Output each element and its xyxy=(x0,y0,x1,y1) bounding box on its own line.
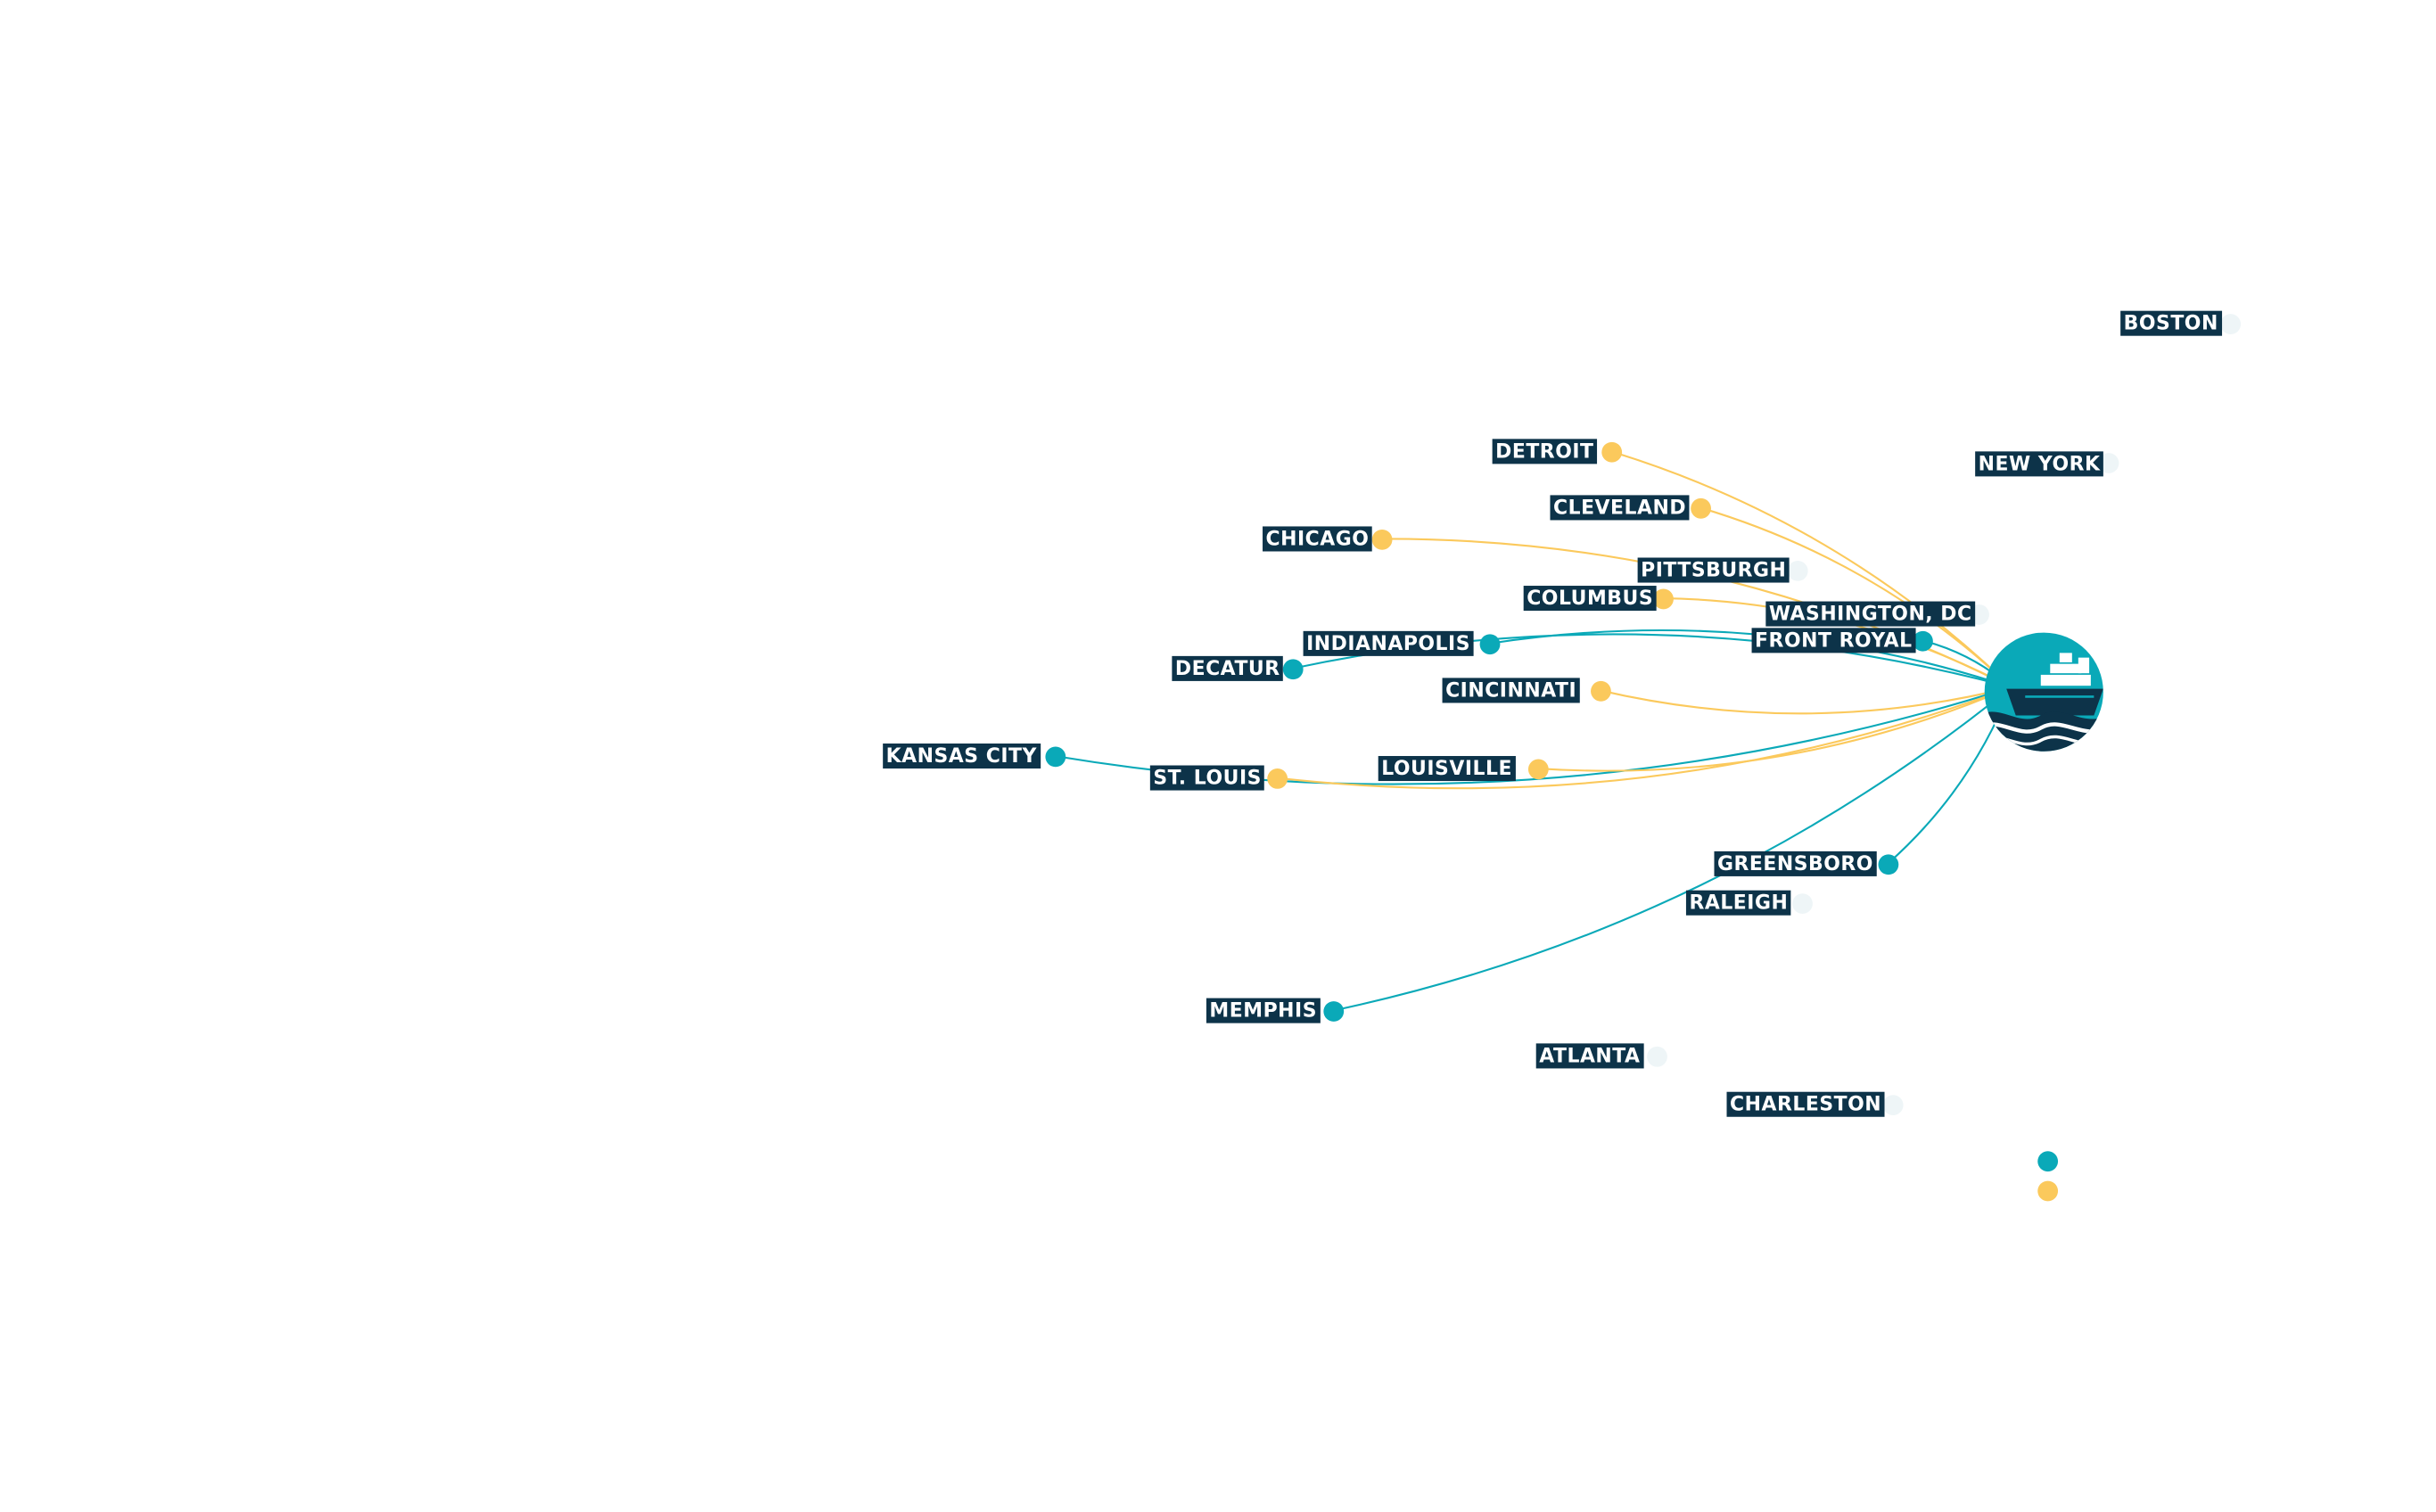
city-label-kansas-city[interactable]: KANSAS CITY xyxy=(883,743,1041,769)
city-label-greensboro[interactable]: GREENSBORO xyxy=(1714,850,1877,876)
city-marker-cleveland[interactable] xyxy=(1690,497,1711,518)
city-marker-memphis[interactable] xyxy=(1322,1000,1344,1021)
city-marker-raleigh[interactable] xyxy=(1791,892,1813,914)
city-label-cincinnati[interactable]: CINCINNATI xyxy=(1442,678,1580,703)
city-marker-detroit[interactable] xyxy=(1601,440,1622,462)
city-marker-columbus[interactable] xyxy=(1652,588,1674,609)
city-marker-louisville[interactable] xyxy=(1527,758,1548,779)
city-marker-decatur[interactable] xyxy=(1281,658,1303,679)
route-line-detroit xyxy=(1610,450,2012,688)
city-marker-atlanta[interactable] xyxy=(1646,1046,1667,1066)
city-label-washington-dc[interactable]: WASHINGTON, DC xyxy=(1765,601,1976,627)
city-label-detroit[interactable]: DETROIT xyxy=(1492,439,1598,464)
city-label-front-royal[interactable]: FRONT ROYAL xyxy=(1751,628,1916,653)
city-label-raleigh[interactable]: RALEIGH xyxy=(1685,890,1791,916)
city-label-boston[interactable]: BOSTON xyxy=(2120,310,2222,336)
city-label-cleveland[interactable]: CLEVELAND xyxy=(1550,495,1690,521)
city-label-memphis[interactable]: MEMPHIS xyxy=(1206,998,1321,1023)
city-label-st-louis[interactable]: ST. LOUIS xyxy=(1149,765,1265,791)
city-marker-boston[interactable] xyxy=(2219,313,2241,334)
city-marker-greensboro[interactable] xyxy=(1877,853,1898,875)
city-label-decatur[interactable]: DECATUR xyxy=(1172,655,1284,681)
city-marker-charleston[interactable] xyxy=(1881,1094,1903,1115)
city-marker-indianapolis[interactable] xyxy=(1478,633,1500,654)
city-label-columbus[interactable]: COLUMBUS xyxy=(1523,586,1657,612)
route-line-cincinnati xyxy=(1600,686,2012,715)
ship-port-icon xyxy=(1984,632,2103,752)
city-marker-kansas-city[interactable] xyxy=(1044,745,1066,767)
city-marker-st-louis[interactable] xyxy=(1266,768,1288,788)
legend-swatch-gold xyxy=(2037,1179,2058,1201)
city-marker-front-royal[interactable] xyxy=(1912,629,1932,651)
route-line-cleveland xyxy=(1699,506,2012,688)
route-line-memphis xyxy=(1332,686,2012,1012)
city-marker-pittsburgh[interactable] xyxy=(1786,560,1807,580)
route-line-st-louis xyxy=(1276,686,2012,790)
legend-swatch-teal xyxy=(2037,1150,2058,1171)
city-label-new-york[interactable]: NEW YORK xyxy=(1975,451,2104,477)
city-label-indianapolis[interactable]: INDIANAPOLIS xyxy=(1303,630,1474,656)
city-label-atlanta[interactable]: ATLANTA xyxy=(1535,1043,1644,1069)
city-marker-cincinnati[interactable] xyxy=(1590,680,1610,701)
city-label-charleston[interactable]: CHARLESTON xyxy=(1726,1091,1885,1117)
city-marker-chicago[interactable] xyxy=(1370,529,1392,549)
city-label-chicago[interactable]: CHICAGO xyxy=(1263,526,1372,552)
city-label-pittsburgh[interactable]: PITTSBURGH xyxy=(1637,557,1790,583)
city-label-louisville[interactable]: LOUISVILLE xyxy=(1378,756,1516,782)
route-line-louisville xyxy=(1537,686,2012,772)
